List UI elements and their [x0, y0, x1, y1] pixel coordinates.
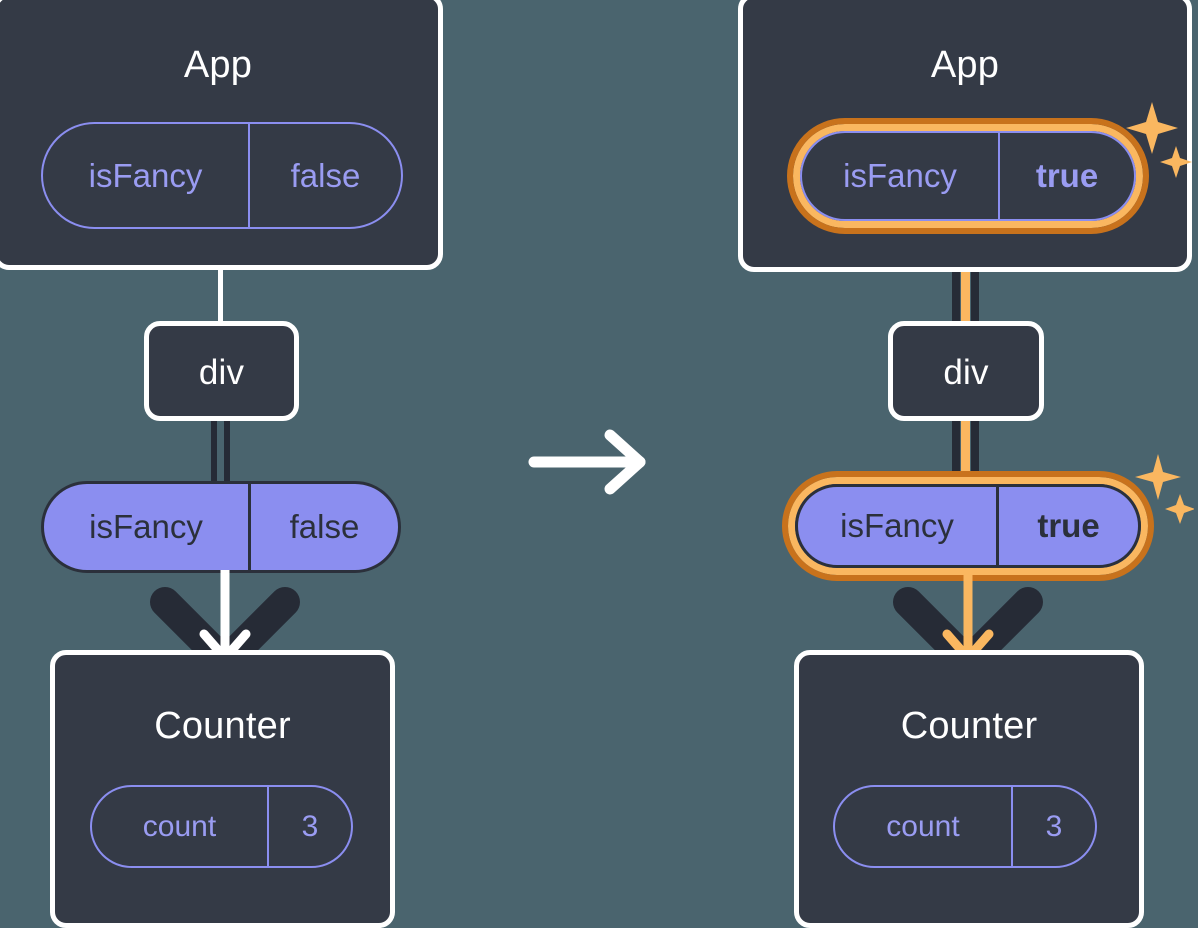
node-div-before[interactable]: div: [144, 321, 299, 421]
pill-flow-key-before: isFancy: [89, 508, 203, 545]
node-counter-title-after: Counter: [900, 705, 1038, 747]
pill-counter-key-after: count: [886, 809, 960, 843]
pill-flow-value-before: false: [248, 484, 398, 570]
connector-app-to-div-before: [218, 268, 223, 322]
node-div-label-before: div: [198, 353, 245, 392]
transition-arrow-icon: [528, 425, 653, 505]
pill-counter-key-before: count: [142, 809, 217, 843]
pill-flow-value-after: true: [996, 487, 1138, 565]
pill-app-prop-before[interactable]: isFancy false: [41, 122, 403, 229]
pill-app-prop-after[interactable]: isFancy true: [800, 131, 1136, 221]
pill-value-before-app: false: [248, 124, 401, 227]
connector-div-to-pill-before-left: [211, 420, 217, 482]
node-div-after[interactable]: div: [888, 321, 1044, 421]
pill-flow-after[interactable]: isFancy true: [795, 484, 1141, 568]
pill-flow-key-after: isFancy: [840, 507, 954, 544]
pill-key-after-app: isFancy: [843, 157, 957, 194]
sparkle-icon-app-after: [1126, 100, 1192, 189]
sparkle-icon-flow-after: [1134, 452, 1195, 533]
node-counter-title-before: Counter: [154, 705, 291, 747]
node-div-label-after: div: [943, 353, 989, 392]
node-app-title-after: App: [930, 44, 1000, 86]
connector-div-to-pill-before-right: [224, 420, 230, 482]
pill-counter-value-after: 3: [1011, 787, 1095, 866]
node-app-title-before: App: [183, 44, 253, 86]
pill-key-before-app: isFancy: [88, 156, 203, 194]
connector-div-to-pill-after-right: [971, 420, 979, 490]
pill-flow-before[interactable]: isFancy false: [41, 481, 401, 573]
pill-counter-state-after[interactable]: count 3: [833, 785, 1097, 868]
pill-value-after-app: true: [998, 133, 1134, 219]
connector-div-to-pill-after-center: [961, 420, 970, 490]
connector-div-to-pill-after-left: [952, 420, 960, 490]
pill-counter-state-before[interactable]: count 3: [90, 785, 353, 868]
pill-counter-value-before: 3: [267, 787, 351, 866]
